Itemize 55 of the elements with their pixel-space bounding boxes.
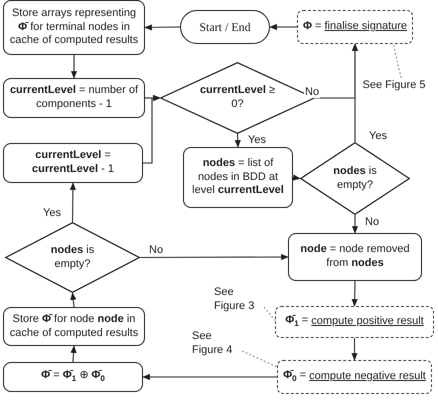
note-text: See Figure 4 [192,330,234,358]
arrow [144,24,180,30]
edge-label: Yes [42,207,62,220]
node-text: currentLevel = number of components - 1 [8,84,140,112]
subprocess-box [297,10,413,44]
process-box [3,362,143,392]
node-text: nodes = list of nodes in BDD at level currentLevel [191,156,285,198]
node-text: node = node removed from nodes [299,243,411,271]
arrow [140,254,289,260]
process-box [288,233,422,281]
process-box [3,143,143,183]
node-text: Φ = [302,20,322,34]
node-text: compute negative result [309,370,426,384]
node-text: Store Φ̄ for node node in cache of computed results [8,312,140,340]
edge-label: No [364,216,380,228]
node-text: Φ̄ = Φ̄$_{1}$ ⊕ Φ̄$_{0}$ [41,369,105,385]
process-box [3,0,145,55]
note-text: See Figure 3 [214,286,256,314]
node-text: currentLevel ≥ 0? [200,84,276,112]
arrow [234,134,241,148]
arrow [292,174,301,181]
edge-label: Yes [247,134,267,146]
arrow [70,182,76,222]
node-text: compute positive result [311,315,424,329]
arrow [352,215,358,234]
process-box [3,78,145,118]
arrow [143,94,161,164]
subprocess-box [275,306,434,338]
arrow [70,55,78,79]
process-box [183,147,293,208]
arrow [70,292,76,308]
node-text: Φ̄$_{0}$ = [283,369,306,385]
edge-label: Yes [368,130,388,142]
node-text: Φ̄$_{1}$ = [285,314,308,330]
arrow [351,338,358,361]
arrow [269,24,297,30]
edge-label: No [304,86,320,98]
process-box [3,307,145,346]
arrow [352,43,358,142]
subprocess-box [277,360,432,394]
node-text: Start / End [199,20,251,34]
arrow [352,280,358,307]
leader-line [264,306,276,321]
node-text: finalise signature [324,20,408,34]
leader-line [392,44,402,78]
edge-label: No [148,244,164,256]
note-text: See Figure 5 [362,79,426,93]
node-text: currentLevel = currentLevel - 1 [31,149,115,177]
node-text: nodes is empty? [332,164,378,192]
leader-line [242,350,278,368]
arrow [70,345,77,362]
node-text: Store arrays representing Φ̄ for terminal nodes in cache of computed results [8,6,140,48]
arrow [142,374,277,380]
terminal-box [180,10,270,44]
node-text: nodes is empty? [50,244,96,272]
